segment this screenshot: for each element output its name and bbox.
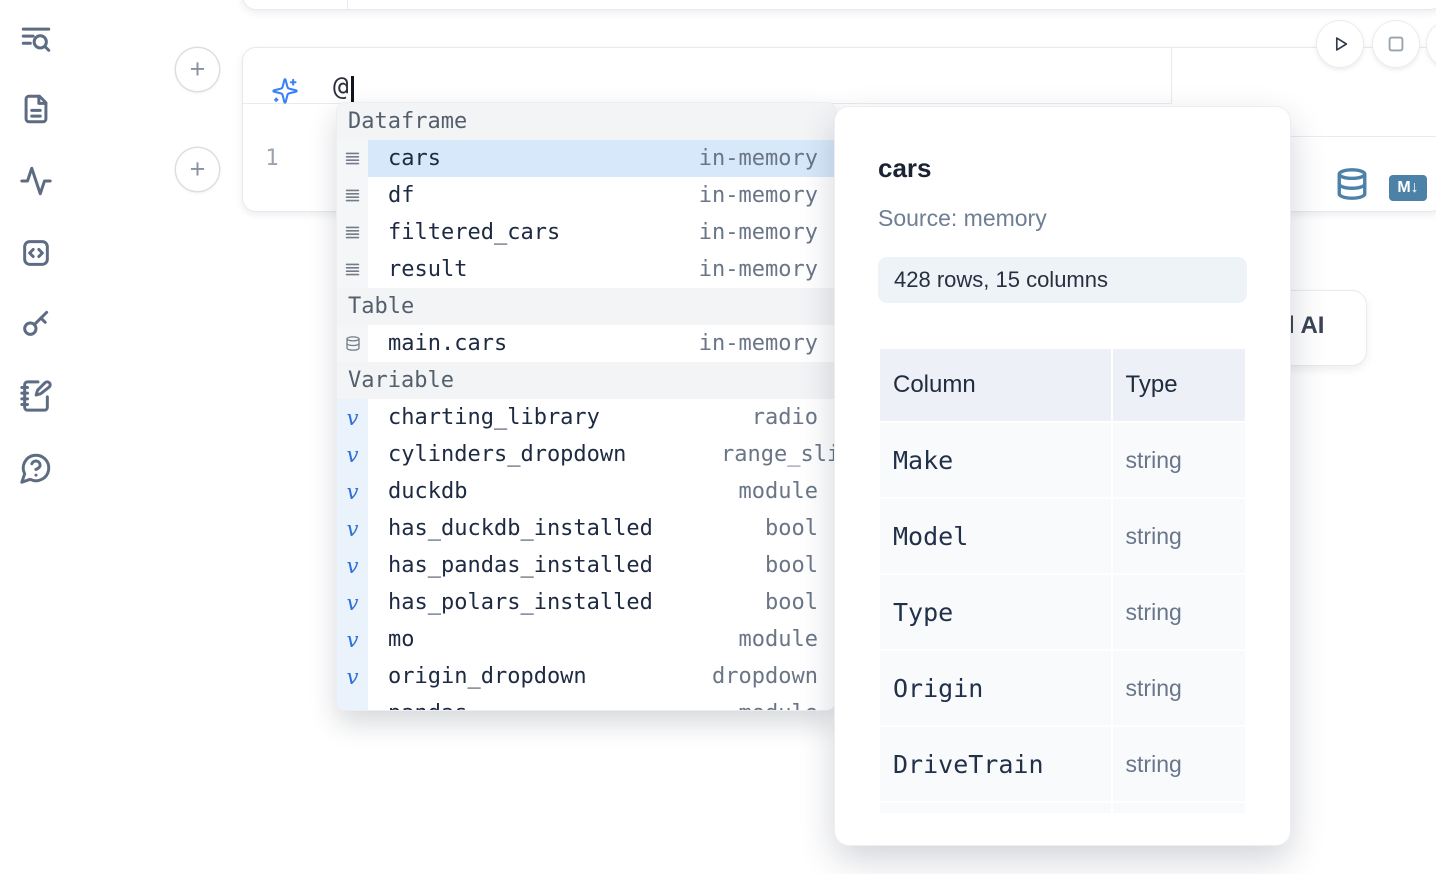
ai-button-label: l AI [1288, 312, 1325, 339]
popup-title: cars [878, 153, 932, 183]
ai-prompt-input[interactable]: @ [333, 72, 349, 102]
completion-item-charting-library[interactable]: v charting_library radio [337, 399, 835, 436]
schema-header-row: Column Type [880, 349, 1245, 421]
completion-item-duckdb[interactable]: v duckdb module [337, 473, 835, 510]
table-row: Make string [880, 423, 1245, 497]
activity-icon[interactable] [19, 164, 53, 198]
variable-icon: v [337, 436, 368, 473]
text-cursor [351, 76, 354, 105]
section-header-variable: Variable [337, 362, 835, 399]
schema-header-type: Type [1112, 349, 1245, 421]
variable-icon: v [337, 399, 368, 436]
add-cell-button-bottom[interactable]: + [176, 148, 219, 191]
help-chat-icon[interactable] [19, 451, 53, 485]
table-row-clipped [880, 803, 1245, 813]
completion-dropdown: Dataframe cars in-memory df in-memory fi… [337, 103, 835, 710]
include-all-code-area: Include all code [1172, 48, 1436, 137]
editor-gutter-divider [347, 0, 348, 9]
variable-icon: v [337, 695, 368, 710]
completion-item-cars[interactable]: cars in-memory [337, 140, 835, 177]
ai-prompt-row[interactable]: @ [243, 48, 1172, 105]
completion-item-cylinders-dropdown[interactable]: v cylinders_dropdown range_slider [337, 436, 835, 473]
variable-icon: v [337, 510, 368, 547]
add-cell-button-top[interactable]: + [176, 48, 219, 91]
completion-item-has-pandas-installed[interactable]: v has_pandas_installed bool [337, 547, 835, 584]
schema-table: Column Type Make string Model string Typ… [878, 347, 1247, 813]
table-row: Origin string [880, 651, 1245, 725]
completion-item-origin-dropdown[interactable]: v origin_dropdown dropdown [337, 658, 835, 695]
variable-icon: v [337, 584, 368, 621]
variable-icon: v [337, 621, 368, 658]
section-header-dataframe: Dataframe [337, 103, 835, 140]
completion-item-filtered-cars[interactable]: filtered_cars in-memory [337, 214, 835, 251]
completion-item-df[interactable]: df in-memory [337, 177, 835, 214]
line-number: 1 [265, 146, 279, 171]
completion-item-has-polars-installed[interactable]: v has_polars_installed bool [337, 584, 835, 621]
rows-icon [337, 251, 368, 288]
schema-header-column: Column [880, 349, 1111, 421]
shape-badge: 428 rows, 15 columns [878, 257, 1247, 303]
previous-cell-fragment [242, 0, 1436, 10]
list-search-icon[interactable] [19, 22, 53, 56]
file-text-icon[interactable] [19, 92, 53, 126]
completion-item-has-duckdb-installed[interactable]: v has_duckdb_installed bool [337, 510, 835, 547]
table-row: Type string [880, 575, 1245, 649]
dataframe-detail-popup: cars Source: memory 428 rows, 15 columns… [835, 107, 1290, 845]
code-square-icon[interactable] [19, 236, 53, 270]
completion-item-pandas-partial[interactable]: v pandas module [337, 695, 835, 710]
variable-icon: v [337, 473, 368, 510]
completion-item-result[interactable]: result in-memory [337, 251, 835, 288]
extra-action-button-partial[interactable] [1427, 21, 1436, 67]
notebook-pen-icon[interactable] [19, 379, 53, 413]
sparkles-icon [271, 77, 299, 105]
table-row: Model string [880, 499, 1245, 573]
rows-icon [337, 140, 368, 177]
key-icon[interactable] [19, 306, 53, 340]
schema-table-wrap: Column Type Make string Model string Typ… [878, 347, 1247, 813]
rows-icon [337, 177, 368, 214]
table-row: DriveTrain string [880, 727, 1245, 801]
variable-icon: v [337, 658, 368, 695]
completion-item-mo[interactable]: v mo module [337, 621, 835, 658]
completion-item-main-cars[interactable]: main.cars in-memory [337, 325, 835, 362]
variable-icon: v [337, 547, 368, 584]
stop-button[interactable] [1373, 21, 1419, 67]
run-cell-button[interactable] [1317, 21, 1363, 67]
popup-source: Source: memory [878, 205, 1047, 231]
convert-to-sql-button[interactable] [1335, 166, 1369, 202]
convert-to-markdown-button[interactable]: M↓ [1389, 175, 1427, 201]
database-icon [337, 325, 368, 362]
rows-icon [337, 214, 368, 251]
section-header-table: Table [337, 288, 835, 325]
